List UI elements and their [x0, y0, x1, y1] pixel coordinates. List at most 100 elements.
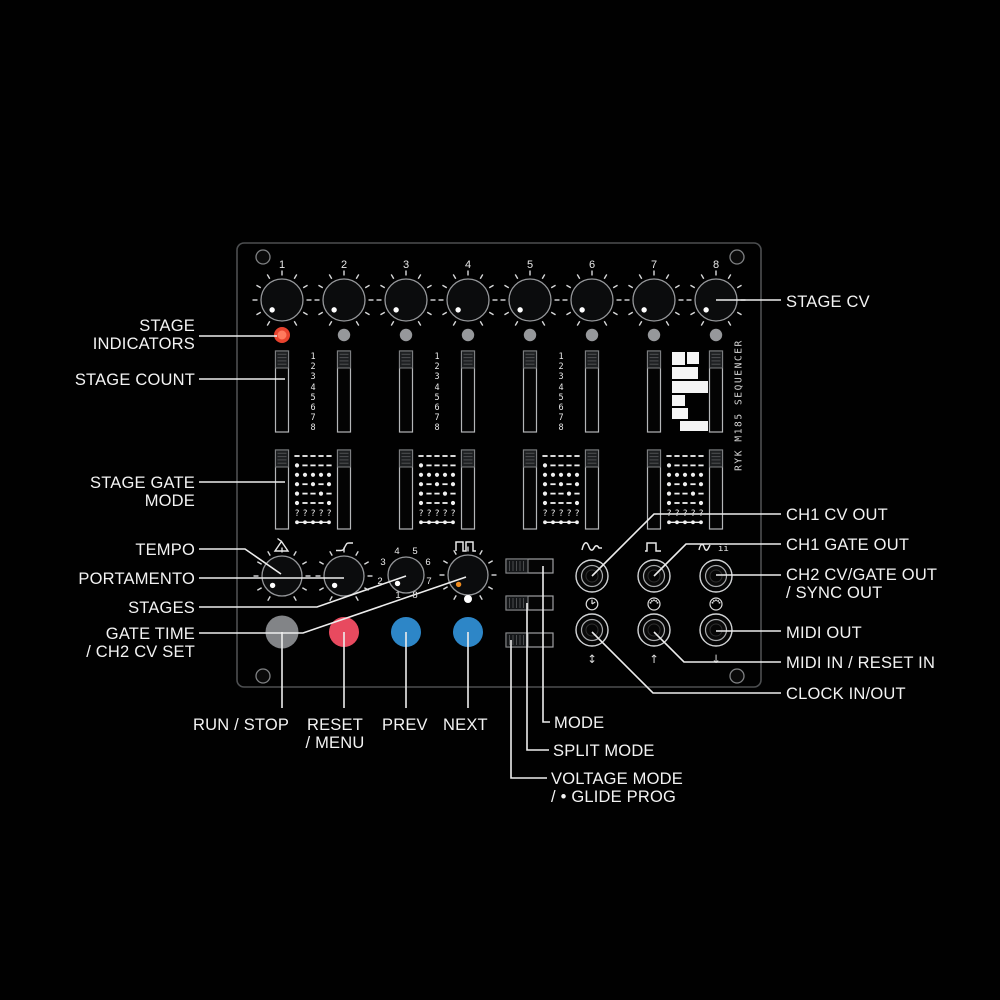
label-run-stop: RUN / STOP — [193, 716, 289, 734]
stage-knob-number: 1 — [278, 259, 286, 271]
label-line: CH1 GATE OUT — [786, 536, 910, 554]
scale-digit: 1 — [434, 352, 440, 362]
glide-step-icon — [336, 542, 353, 552]
scale-digit: 8 — [434, 423, 440, 434]
stage-gate-slider-6[interactable] — [584, 449, 600, 530]
svg-text:?: ? — [294, 509, 299, 519]
clock-in-out-jack[interactable] — [575, 613, 609, 647]
stage-cv-knob-6[interactable] — [562, 270, 622, 326]
stage-count-slider-3[interactable] — [398, 350, 414, 433]
gate-mode-legend: ????? — [418, 455, 456, 525]
label-line: STAGE — [139, 317, 195, 335]
scale-digit: 1 — [310, 352, 316, 362]
scale-digit: 5 — [434, 392, 440, 403]
stage-cv-knob-7[interactable] — [624, 270, 684, 326]
stage-knob-number: 7 — [650, 259, 658, 271]
stage-count-slider-6[interactable] — [584, 350, 600, 433]
panel-screw — [255, 668, 271, 684]
brand-vertical-text: RYK M185 SEQUENCER — [733, 339, 745, 471]
stage-gate-slider-4[interactable] — [460, 449, 476, 530]
label-split-mode: SPLIT MODE — [553, 742, 655, 760]
ch2-cv-gate-out-jack[interactable] — [699, 559, 733, 593]
label-stage-cv: STAGE CV — [786, 293, 870, 311]
svg-text:?: ? — [550, 509, 555, 519]
stages-knob-numeral: 4 — [394, 546, 400, 557]
stage-gate-slider-5[interactable] — [522, 449, 538, 530]
stage-knob-number: 2 — [340, 259, 348, 271]
label-line: MIDI OUT — [786, 624, 862, 642]
stage-count-slider-1[interactable] — [274, 350, 290, 433]
stage-cv-knob-3[interactable] — [376, 270, 436, 326]
label-line: STAGE GATE — [90, 474, 195, 492]
label-voltage-mode: VOLTAGE MODE / • GLIDE PROG — [551, 770, 683, 806]
stage-gate-slider-1[interactable] — [274, 449, 290, 530]
stage-knob-number: 4 — [464, 259, 472, 271]
scale-digit: 2 — [558, 362, 564, 373]
tempo-knob[interactable] — [253, 547, 311, 602]
scale-digit: 3 — [434, 372, 440, 383]
mode-switch[interactable] — [505, 558, 554, 574]
label-clock-io: CLOCK IN/OUT — [786, 685, 906, 703]
stage-indicator-led-5 — [523, 328, 537, 342]
stage-count-slider-2[interactable] — [336, 350, 352, 433]
label-portamento: PORTAMENTO — [78, 570, 195, 588]
panel-screw — [729, 668, 745, 684]
stage-gate-slider-7[interactable] — [646, 449, 662, 530]
label-mode: MODE — [554, 714, 604, 732]
cv-wave-dual-icon: ii — [698, 543, 729, 554]
scale-digit: 2 — [434, 362, 440, 373]
label-line: / CH2 CV SET — [86, 643, 195, 661]
stages-knob[interactable] — [387, 556, 425, 594]
stage-count-slider-7[interactable] — [646, 350, 662, 433]
voltage-mode-switch[interactable] — [505, 632, 554, 648]
stage-cv-knob-1[interactable] — [252, 270, 312, 326]
label-line: VOLTAGE MODE — [551, 770, 683, 788]
label-line: / MENU — [305, 734, 365, 752]
stage-cv-knob-4[interactable] — [438, 270, 498, 326]
scale-digit: 4 — [434, 382, 440, 393]
gate-mode-legend: ????? — [294, 455, 332, 525]
stages-knob-numeral: 6 — [425, 557, 431, 568]
stage-count-slider-5[interactable] — [522, 350, 538, 433]
label-line: MIDI IN / RESET IN — [786, 654, 936, 672]
gate-time-knob[interactable] — [439, 546, 497, 601]
stage-gate-slider-3[interactable] — [398, 449, 414, 530]
stage-count-slider-8[interactable] — [708, 350, 724, 433]
stage-cv-knob-5[interactable] — [500, 270, 560, 326]
label-line: RUN / STOP — [193, 716, 290, 734]
label-next: NEXT — [443, 716, 488, 734]
label-stage-gate-mode: STAGE GATE MODE — [90, 474, 195, 510]
label-line: NEXT — [443, 716, 488, 734]
stage-gate-slider-2[interactable] — [336, 449, 352, 530]
svg-text:?: ? — [326, 509, 331, 519]
label-stage-count: STAGE COUNT — [75, 371, 195, 389]
label-line: TEMPO — [135, 541, 195, 559]
scale-digit: 6 — [558, 403, 564, 414]
svg-text:?: ? — [566, 509, 571, 519]
midi-out-jack[interactable] — [699, 613, 733, 647]
stage-indicator-led-2 — [337, 328, 351, 342]
scale-digit: 8 — [558, 423, 564, 434]
stage-gate-slider-8[interactable] — [708, 449, 724, 530]
scale-digit: 4 — [558, 382, 564, 393]
split-mode-switch[interactable] — [505, 595, 554, 611]
label-stages: STAGES — [128, 599, 195, 617]
triangle-wave-icon — [273, 537, 290, 552]
label-tempo: TEMPO — [135, 541, 195, 559]
scale-digit: 3 — [310, 372, 316, 383]
midi-in-jack[interactable] — [637, 613, 671, 647]
label-midi-out: MIDI OUT — [786, 624, 862, 642]
svg-text:?: ? — [542, 509, 547, 519]
midi-in-arrow-icon: ↑ — [649, 652, 659, 666]
label-line: INDICATORS — [92, 335, 195, 353]
stage-knob-number: 3 — [402, 259, 410, 271]
stage-cv-knob-2[interactable] — [314, 270, 374, 326]
svg-text:?: ? — [442, 509, 447, 519]
stage-count-slider-4[interactable] — [460, 350, 476, 433]
portamento-knob[interactable] — [315, 547, 373, 602]
stage-knob-number: 5 — [526, 259, 534, 271]
